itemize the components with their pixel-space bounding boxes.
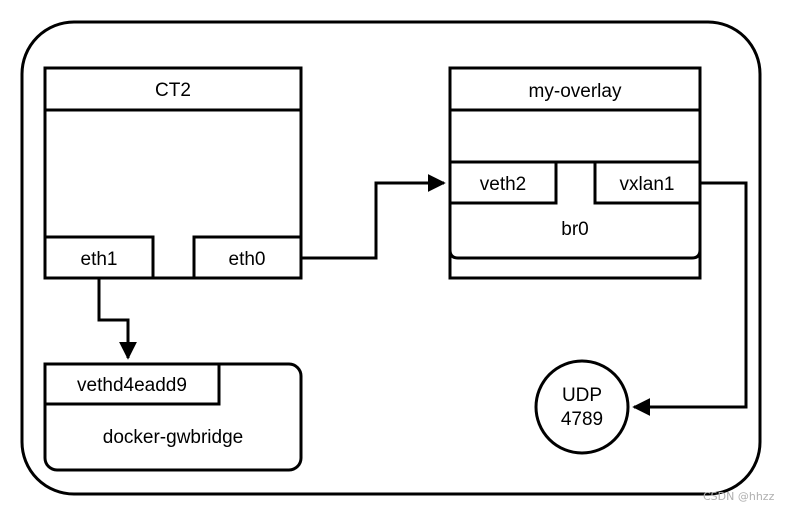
gwbridge-label: docker-gwbridge bbox=[103, 427, 243, 448]
vxlan1-port: vxlan1 bbox=[593, 160, 702, 205]
arrow-vxlan1-to-udp bbox=[632, 181, 748, 416]
arrow-eth0-to-veth2 bbox=[301, 174, 446, 260]
udp-label: UDP bbox=[562, 385, 602, 406]
ct2-container: CT2 eth1 eth0 bbox=[43, 66, 303, 280]
ct2-eth1-port: eth1 bbox=[43, 235, 155, 280]
udp-4789-node: UDP 4789 bbox=[534, 359, 630, 455]
overlay-network: my-overlay br0 veth2 vxlan1 bbox=[448, 66, 702, 280]
watermark: CSDN @hhzz bbox=[703, 490, 775, 503]
overlay-title: my-overlay bbox=[529, 81, 622, 102]
arrow-eth1-to-gwbridge bbox=[97, 278, 137, 360]
eth0-label: eth0 bbox=[229, 249, 266, 270]
eth1-label: eth1 bbox=[81, 249, 118, 270]
br0-label: br0 bbox=[561, 219, 588, 240]
udp-port-label: 4789 bbox=[561, 409, 603, 430]
ct2-title: CT2 bbox=[155, 80, 191, 101]
docker-gwbridge: vethd4eadd9 docker-gwbridge bbox=[43, 362, 303, 472]
vethd4eadd9-label: vethd4eadd9 bbox=[77, 375, 187, 396]
ct2-eth0-port: eth0 bbox=[192, 235, 303, 280]
vxlan1-label: vxlan1 bbox=[620, 174, 675, 195]
veth2-label: veth2 bbox=[480, 174, 526, 195]
veth2-port: veth2 bbox=[448, 160, 558, 205]
